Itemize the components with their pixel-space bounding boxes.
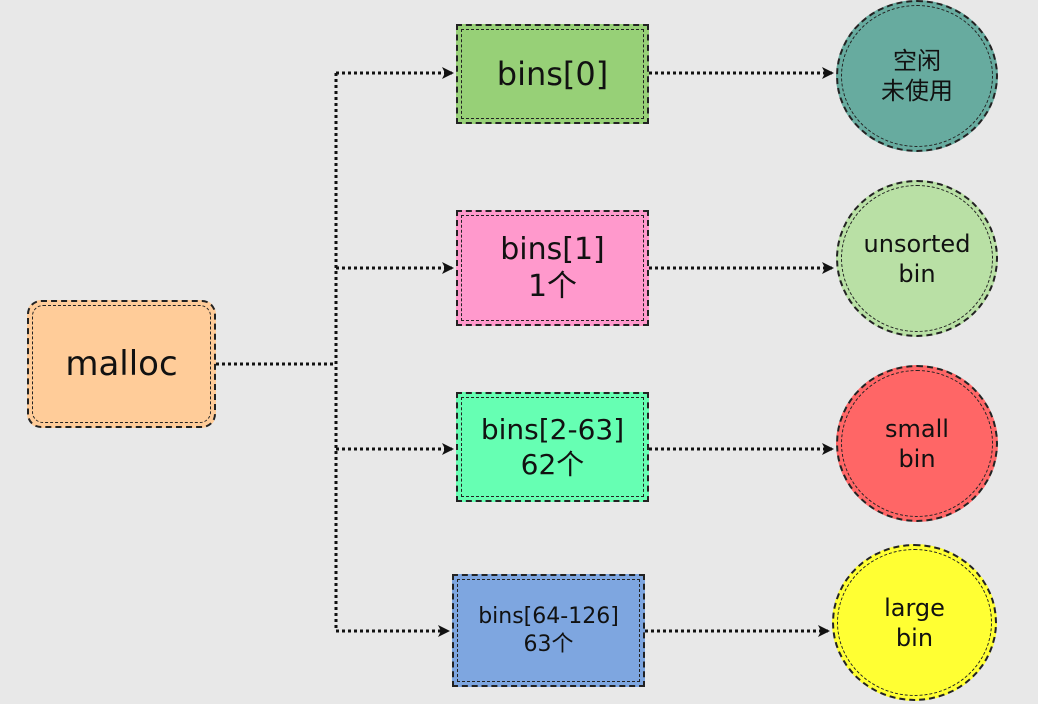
malloc-node: malloc [27,300,216,428]
small-bin-node: small bin [836,365,998,522]
bins-0-node: bins[0] [456,24,649,124]
free-unused-node: 空闲 未使用 [836,0,998,152]
large-bin-label: large bin [884,593,945,652]
free-unused-label: 空闲 未使用 [881,47,953,105]
bins-1-label: bins[1] 1个 [500,231,605,305]
bins-1-node: bins[1] 1个 [456,210,649,326]
bins-2-63-label: bins[2-63] 62个 [480,413,625,481]
bins-64-126-node: bins[64-126] 63个 [452,574,645,687]
small-bin-label: small bin [885,414,949,473]
large-bin-node: large bin [832,544,997,701]
unsorted-bin-label: unsorted bin [863,229,971,288]
bins-2-63-node: bins[2-63] 62个 [456,392,649,502]
unsorted-bin-node: unsorted bin [836,180,998,337]
malloc-label: malloc [65,343,178,384]
bins-0-label: bins[0] [496,55,609,93]
bins-64-126-label: bins[64-126] 63个 [478,604,619,657]
